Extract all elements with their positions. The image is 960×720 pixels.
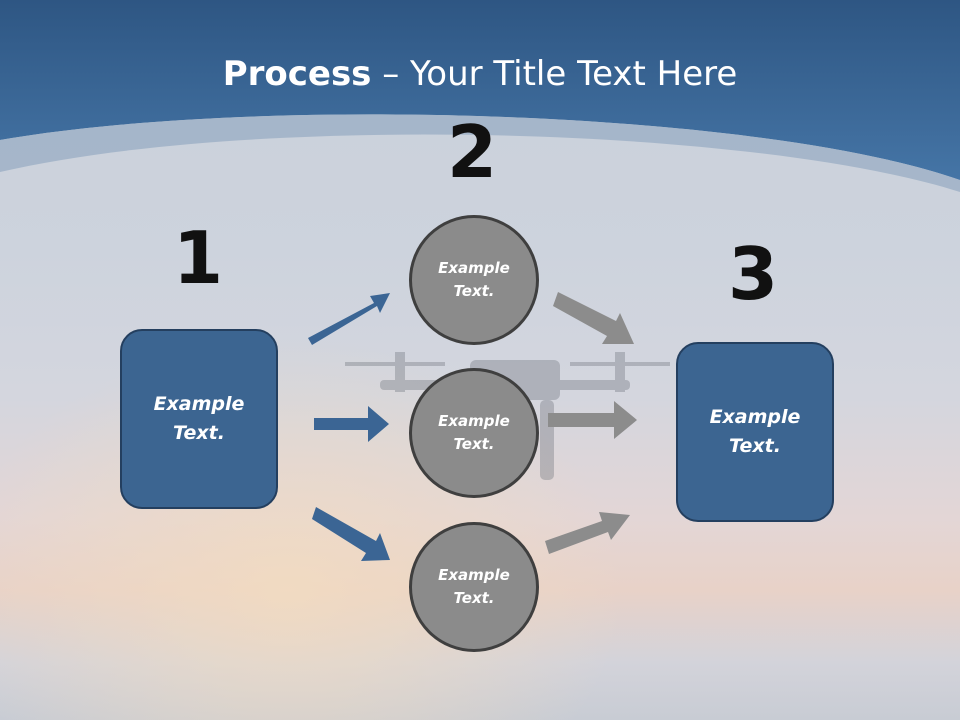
node-bottom-text: Example Text. bbox=[438, 566, 510, 607]
arrow-top-to-3 bbox=[553, 292, 634, 344]
arrow-1-to-top bbox=[308, 293, 390, 345]
arrow-1-to-middle bbox=[314, 406, 389, 442]
step-1-text: Example Text. bbox=[153, 393, 245, 444]
step-3-box: Example Text. bbox=[676, 342, 834, 522]
node-bottom: Example Text. bbox=[409, 522, 539, 652]
title-bold: Process bbox=[222, 54, 372, 94]
arrow-1-to-bottom bbox=[312, 507, 390, 561]
node-middle: Example Text. bbox=[409, 368, 539, 498]
arrow-bottom-to-3 bbox=[545, 512, 630, 554]
node-top: Example Text. bbox=[409, 215, 539, 345]
node-top-text: Example Text. bbox=[438, 259, 510, 300]
step-1-box: Example Text. bbox=[120, 329, 278, 509]
step-3-text: Example Text. bbox=[709, 406, 801, 457]
title-rest: – Your Title Text Here bbox=[371, 54, 738, 94]
node-middle-text: Example Text. bbox=[438, 412, 510, 453]
step-number-2: 2 bbox=[446, 110, 498, 194]
arrow-middle-to-3 bbox=[548, 401, 637, 439]
step-number-3: 3 bbox=[727, 232, 779, 316]
slide-title: Process – Your Title Text Here bbox=[0, 50, 960, 98]
step-number-1: 1 bbox=[172, 216, 224, 300]
